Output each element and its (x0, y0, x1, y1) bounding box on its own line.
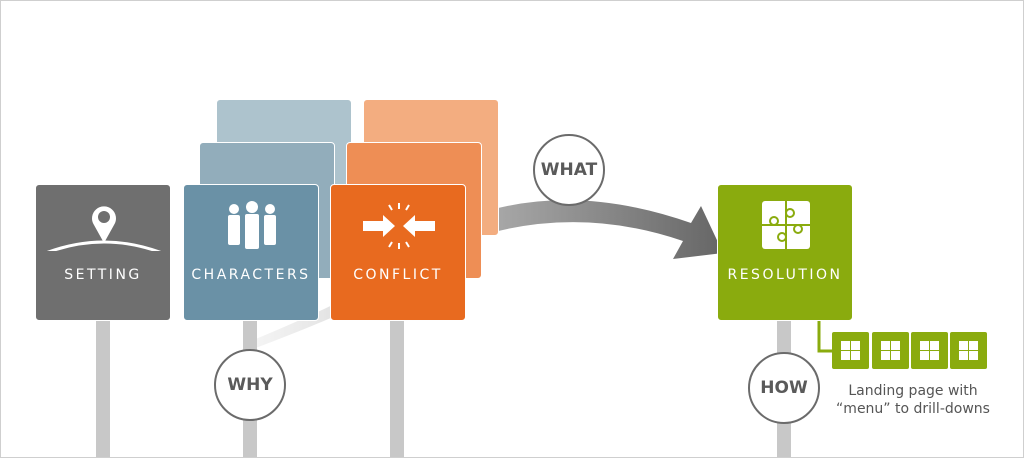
puzzle-icon (881, 341, 900, 360)
why-circle: WHY (214, 349, 286, 421)
drilldown-tile-1[interactable] (832, 332, 869, 369)
map-pin-icon (46, 206, 162, 251)
characters-card[interactable]: CHARACTERS (183, 184, 319, 321)
drilldown-tile-4[interactable] (950, 332, 987, 369)
note-line-1: Landing page with (848, 383, 978, 399)
resolution-card[interactable]: RESOLUTION (717, 184, 853, 321)
characters-label: CHARACTERS (191, 267, 311, 283)
conflict-pole (390, 321, 404, 457)
how-circle: HOW (748, 352, 820, 424)
conflict-label: CONFLICT (353, 267, 443, 283)
puzzle-icon (959, 341, 978, 360)
people-icon (228, 201, 276, 249)
note-line-2: “menu” to drill-downs (836, 401, 990, 417)
conflict-card[interactable]: CONFLICT (330, 184, 466, 321)
puzzle-icon (762, 201, 810, 249)
what-circle: WHAT (533, 134, 605, 206)
resolution-label: RESOLUTION (727, 267, 843, 283)
puzzle-icon (841, 341, 860, 360)
setting-pole (96, 321, 110, 457)
setting-card[interactable]: SETTING (35, 184, 171, 321)
setting-label: SETTING (64, 267, 142, 283)
drilldown-tile-2[interactable] (872, 332, 909, 369)
collision-arrows-icon (363, 203, 435, 249)
puzzle-icon (920, 341, 939, 360)
drilldown-tile-3[interactable] (911, 332, 948, 369)
